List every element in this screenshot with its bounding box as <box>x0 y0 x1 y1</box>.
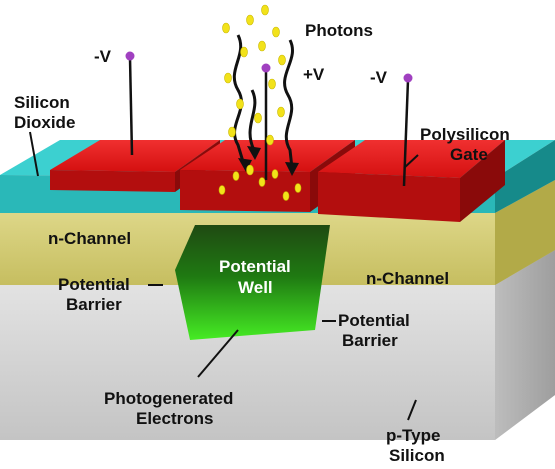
photogenerated-label-line1: Photogenerated <box>104 389 233 408</box>
photon-dot <box>236 98 244 110</box>
photon-dot <box>224 72 232 84</box>
photon-arrow-1-icon <box>238 158 252 172</box>
gate-center-front <box>180 170 310 212</box>
photon-dot <box>232 171 240 181</box>
gate-left-front <box>50 170 175 192</box>
leader-photogenerated <box>197 329 239 378</box>
photon-arrow-3-icon <box>247 146 261 160</box>
potential-barrier-left-label-line1: Potential <box>58 275 130 294</box>
photon-dot <box>277 106 285 118</box>
minus-v-right-label: -V <box>370 68 388 87</box>
photon-dot <box>271 169 279 179</box>
leader-p-type <box>407 399 417 421</box>
potential-well-label-line2: Well <box>238 278 273 297</box>
probe-center <box>261 63 271 180</box>
gate-right-top <box>318 140 505 178</box>
photon-arrowheads <box>238 146 299 176</box>
minus-v-left-label: -V <box>94 47 112 66</box>
potential-well <box>175 225 330 340</box>
potential-barrier-right-label-line2: Barrier <box>342 331 398 350</box>
probe-left <box>125 51 135 156</box>
photon-dot <box>240 46 248 58</box>
photon-dot <box>218 185 226 195</box>
photon-dot <box>268 78 276 90</box>
photon-dot <box>246 164 254 176</box>
leader-lines <box>29 131 419 421</box>
leader-polysilicon-gate <box>403 154 419 169</box>
gate-center-top <box>180 140 355 172</box>
photon-dot <box>246 14 254 26</box>
photon-ray-3 <box>248 89 257 151</box>
photon-dot <box>261 4 269 16</box>
photon-dot <box>266 134 274 146</box>
photon-dot <box>272 26 280 38</box>
photon-dot <box>258 177 266 187</box>
n-channel-side <box>495 180 555 285</box>
silicon-dioxide-label-line2: Dioxide <box>14 113 75 132</box>
photon-dot <box>282 191 290 201</box>
polysilicon-gate-label-line1: Polysilicon <box>420 125 510 144</box>
gate-right-side <box>460 140 505 222</box>
photons-label: Photons <box>305 21 373 40</box>
leader-silicon-dioxide <box>29 131 39 177</box>
photon-dot <box>254 112 262 124</box>
plus-v-label: +V <box>303 65 325 84</box>
potential-barrier-right-label-line1: Potential <box>338 311 410 330</box>
photon-ray-2 <box>283 39 294 169</box>
gate-left-top <box>50 140 220 172</box>
photon-dot <box>228 126 236 138</box>
gate-right <box>318 140 505 222</box>
n-channel-right-label: n-Channel <box>366 269 449 288</box>
potential-barrier-left-label-line2: Barrier <box>66 295 122 314</box>
photon-dot <box>258 40 266 52</box>
gate-right-front <box>318 172 460 222</box>
photon-dot <box>278 54 286 66</box>
polysilicon-gate-label-line2: Gate <box>450 145 488 164</box>
probe-left-wire <box>128 57 134 156</box>
potential-well-label-line1: Potential <box>219 257 291 276</box>
photon-arrow-2-icon <box>285 162 299 176</box>
n-channel-left-label: n-Channel <box>48 229 131 248</box>
photogenerated-label-line2: Electrons <box>136 409 213 428</box>
photon-dot <box>222 22 230 34</box>
photon-dot <box>294 183 302 193</box>
oxide-side <box>495 140 555 213</box>
photon-dots <box>218 4 302 201</box>
probe-left-tip-icon <box>125 51 135 61</box>
p-type-label-line2: Silicon <box>389 446 445 465</box>
silicon-dioxide-label-line1: Silicon <box>14 93 70 112</box>
probe-right-tip-icon <box>403 73 413 83</box>
p-type-label-line1: p-Type <box>386 426 440 445</box>
probe-center-tip-icon <box>261 63 271 73</box>
